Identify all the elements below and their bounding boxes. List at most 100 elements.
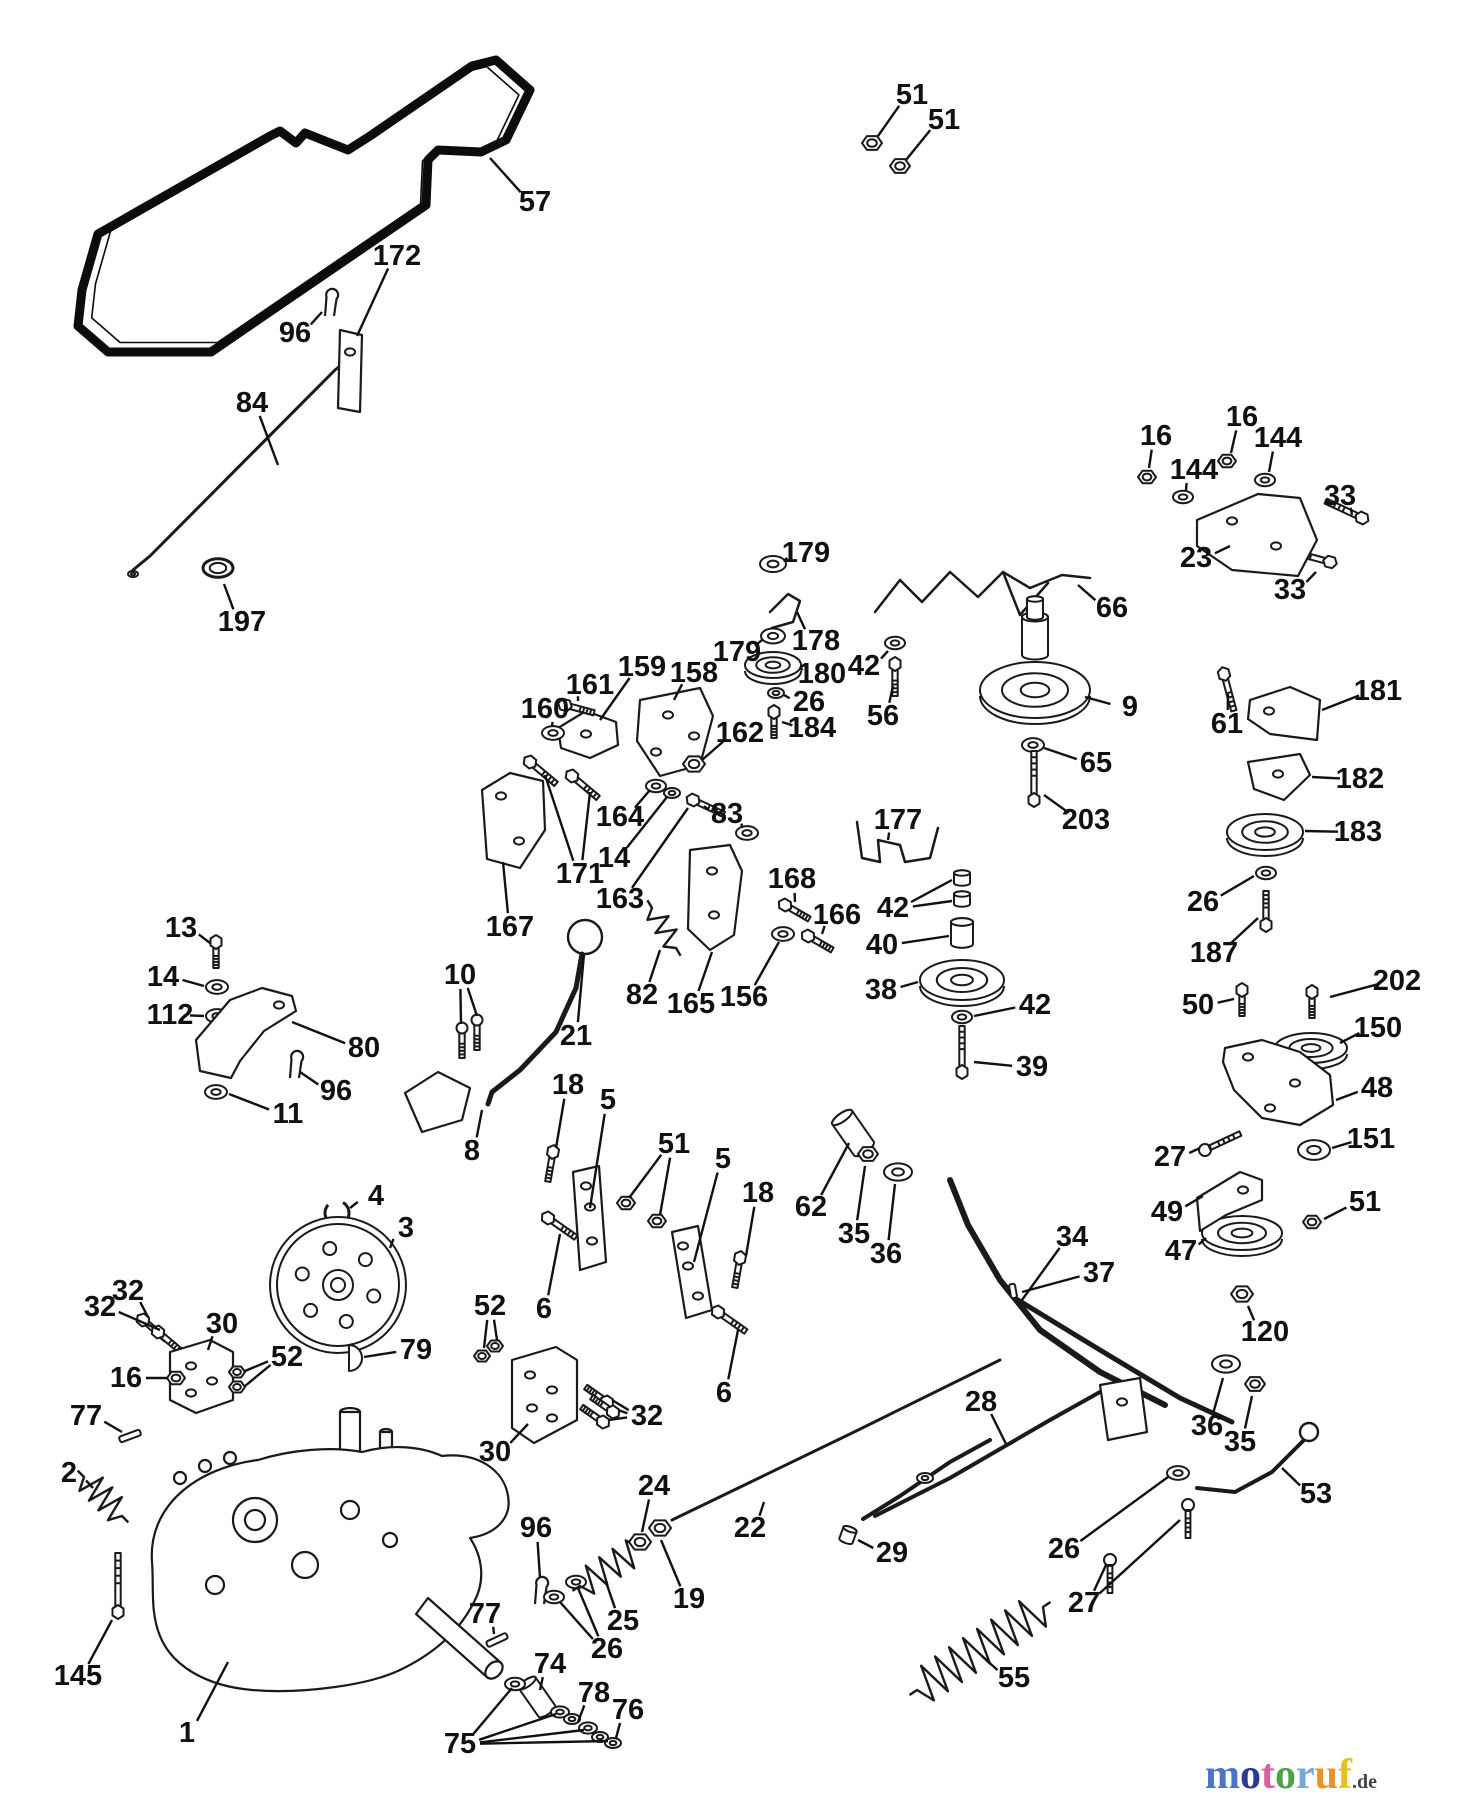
part-number: 164 [596, 801, 644, 833]
part-pin [288, 1049, 305, 1079]
part-number: 37 [1083, 1257, 1115, 1289]
callout-14: 14 [598, 796, 668, 874]
part-nut [647, 1213, 667, 1229]
callout-65: 65 [1043, 746, 1112, 779]
part-number: 40 [866, 929, 898, 961]
part-bolt [1235, 982, 1249, 1017]
callout-36: 36 [870, 1183, 902, 1270]
callout-10: 10 [444, 959, 479, 1025]
part-nut [1244, 1376, 1266, 1392]
part-cyl [1026, 595, 1044, 621]
callout-51: 51 [877, 79, 928, 137]
part-number: 16 [1226, 401, 1258, 433]
callout-74: 74 [534, 1648, 566, 1691]
part-number: 33 [1274, 574, 1306, 606]
bracket-30-left [168, 1338, 235, 1415]
part-number: 158 [670, 657, 718, 689]
part-spring [646, 899, 682, 957]
part-number: 42 [877, 892, 909, 924]
part-number: 26 [793, 686, 825, 718]
callout-179: 179 [782, 537, 830, 569]
callout-26: 26 [1187, 874, 1255, 918]
callout-183: 183 [1304, 816, 1382, 848]
callout-28: 28 [965, 1386, 1008, 1445]
callout-30: 30 [479, 1423, 529, 1468]
part-number: 77 [469, 1598, 501, 1630]
callout-26: 26 [783, 686, 825, 718]
callout-62: 62 [795, 1142, 851, 1223]
rod-28 [873, 1390, 1102, 1518]
part-number: 24 [638, 1470, 670, 1502]
callout-164: 164 [596, 789, 651, 833]
callout-50: 50 [1182, 989, 1235, 1021]
callout-165: 165 [667, 951, 715, 1020]
part-number: 156 [720, 981, 768, 1013]
part-number: 76 [612, 1694, 644, 1726]
part-number: 50 [1182, 989, 1214, 1021]
input-pulley-3 [269, 1216, 407, 1354]
part-number: 8 [464, 1135, 480, 1167]
part-number: 52 [474, 1290, 506, 1322]
part-number: 55 [998, 1662, 1030, 1694]
callout-5: 5 [692, 1143, 731, 1263]
part-number: 144 [1170, 454, 1218, 486]
part-number: 168 [768, 863, 816, 895]
part-number: 145 [54, 1660, 102, 1692]
part-cyl [950, 917, 974, 949]
part-number: 167 [486, 911, 534, 943]
part-washer [604, 1737, 622, 1749]
part-number: 30 [206, 1308, 238, 1340]
callout-27: 27 [1068, 1519, 1181, 1619]
clutch-9 [979, 661, 1091, 725]
part-eyebolt [1181, 1498, 1195, 1539]
part-washer [645, 778, 667, 794]
part-bolt [579, 1403, 611, 1430]
callout-55: 55 [981, 1655, 1030, 1694]
idler-180 [744, 651, 802, 685]
part-pin [533, 1575, 550, 1605]
part-number: 51 [658, 1128, 690, 1160]
callout-56: 56 [867, 685, 899, 732]
callout-144: 144 [1254, 422, 1302, 473]
part-number: 78 [578, 1677, 610, 1709]
callout-4: 4 [349, 1180, 384, 1212]
part-number: 161 [566, 669, 614, 701]
part-number: 187 [1190, 937, 1238, 969]
part-number: 178 [792, 625, 840, 657]
part-number: 23 [1180, 542, 1212, 574]
bracket-49 [1195, 1170, 1264, 1233]
part-washer [1297, 1139, 1331, 1161]
part-number: 42 [848, 650, 880, 682]
callout-3: 3 [388, 1212, 414, 1249]
part-bolt [522, 754, 559, 787]
part-number: 18 [552, 1069, 584, 1101]
callout-35: 35 [838, 1165, 870, 1250]
part-number: 26 [591, 1633, 623, 1665]
part-bolt [731, 1250, 748, 1290]
part-number: 177 [874, 804, 922, 836]
part-number: 27 [1068, 1587, 1100, 1619]
part-number: 14 [598, 842, 630, 874]
part-number: 2 [61, 1457, 77, 1489]
part-number: 27 [1154, 1141, 1186, 1173]
part-nut [228, 1380, 246, 1394]
callout-38: 38 [865, 974, 919, 1006]
part-washer [504, 1676, 526, 1692]
callout-182: 182 [1311, 763, 1384, 795]
part-number: 197 [218, 606, 266, 638]
part-bolt [1305, 984, 1319, 1019]
callout-53: 53 [1281, 1467, 1332, 1510]
part-number: 18 [742, 1177, 774, 1209]
part-number: 172 [373, 240, 421, 272]
part-washer [591, 1731, 609, 1743]
callout-96: 96 [299, 1071, 352, 1107]
callout-177: 177 [874, 804, 922, 841]
part-pin [323, 287, 340, 317]
part-number: 203 [1062, 804, 1110, 836]
callout-16: 16 [110, 1362, 167, 1394]
part-nut [1137, 469, 1157, 485]
part-number: 51 [928, 104, 960, 136]
part-number: 75 [444, 1728, 476, 1760]
callout-35: 35 [1224, 1395, 1256, 1458]
part-number: 162 [716, 717, 764, 749]
